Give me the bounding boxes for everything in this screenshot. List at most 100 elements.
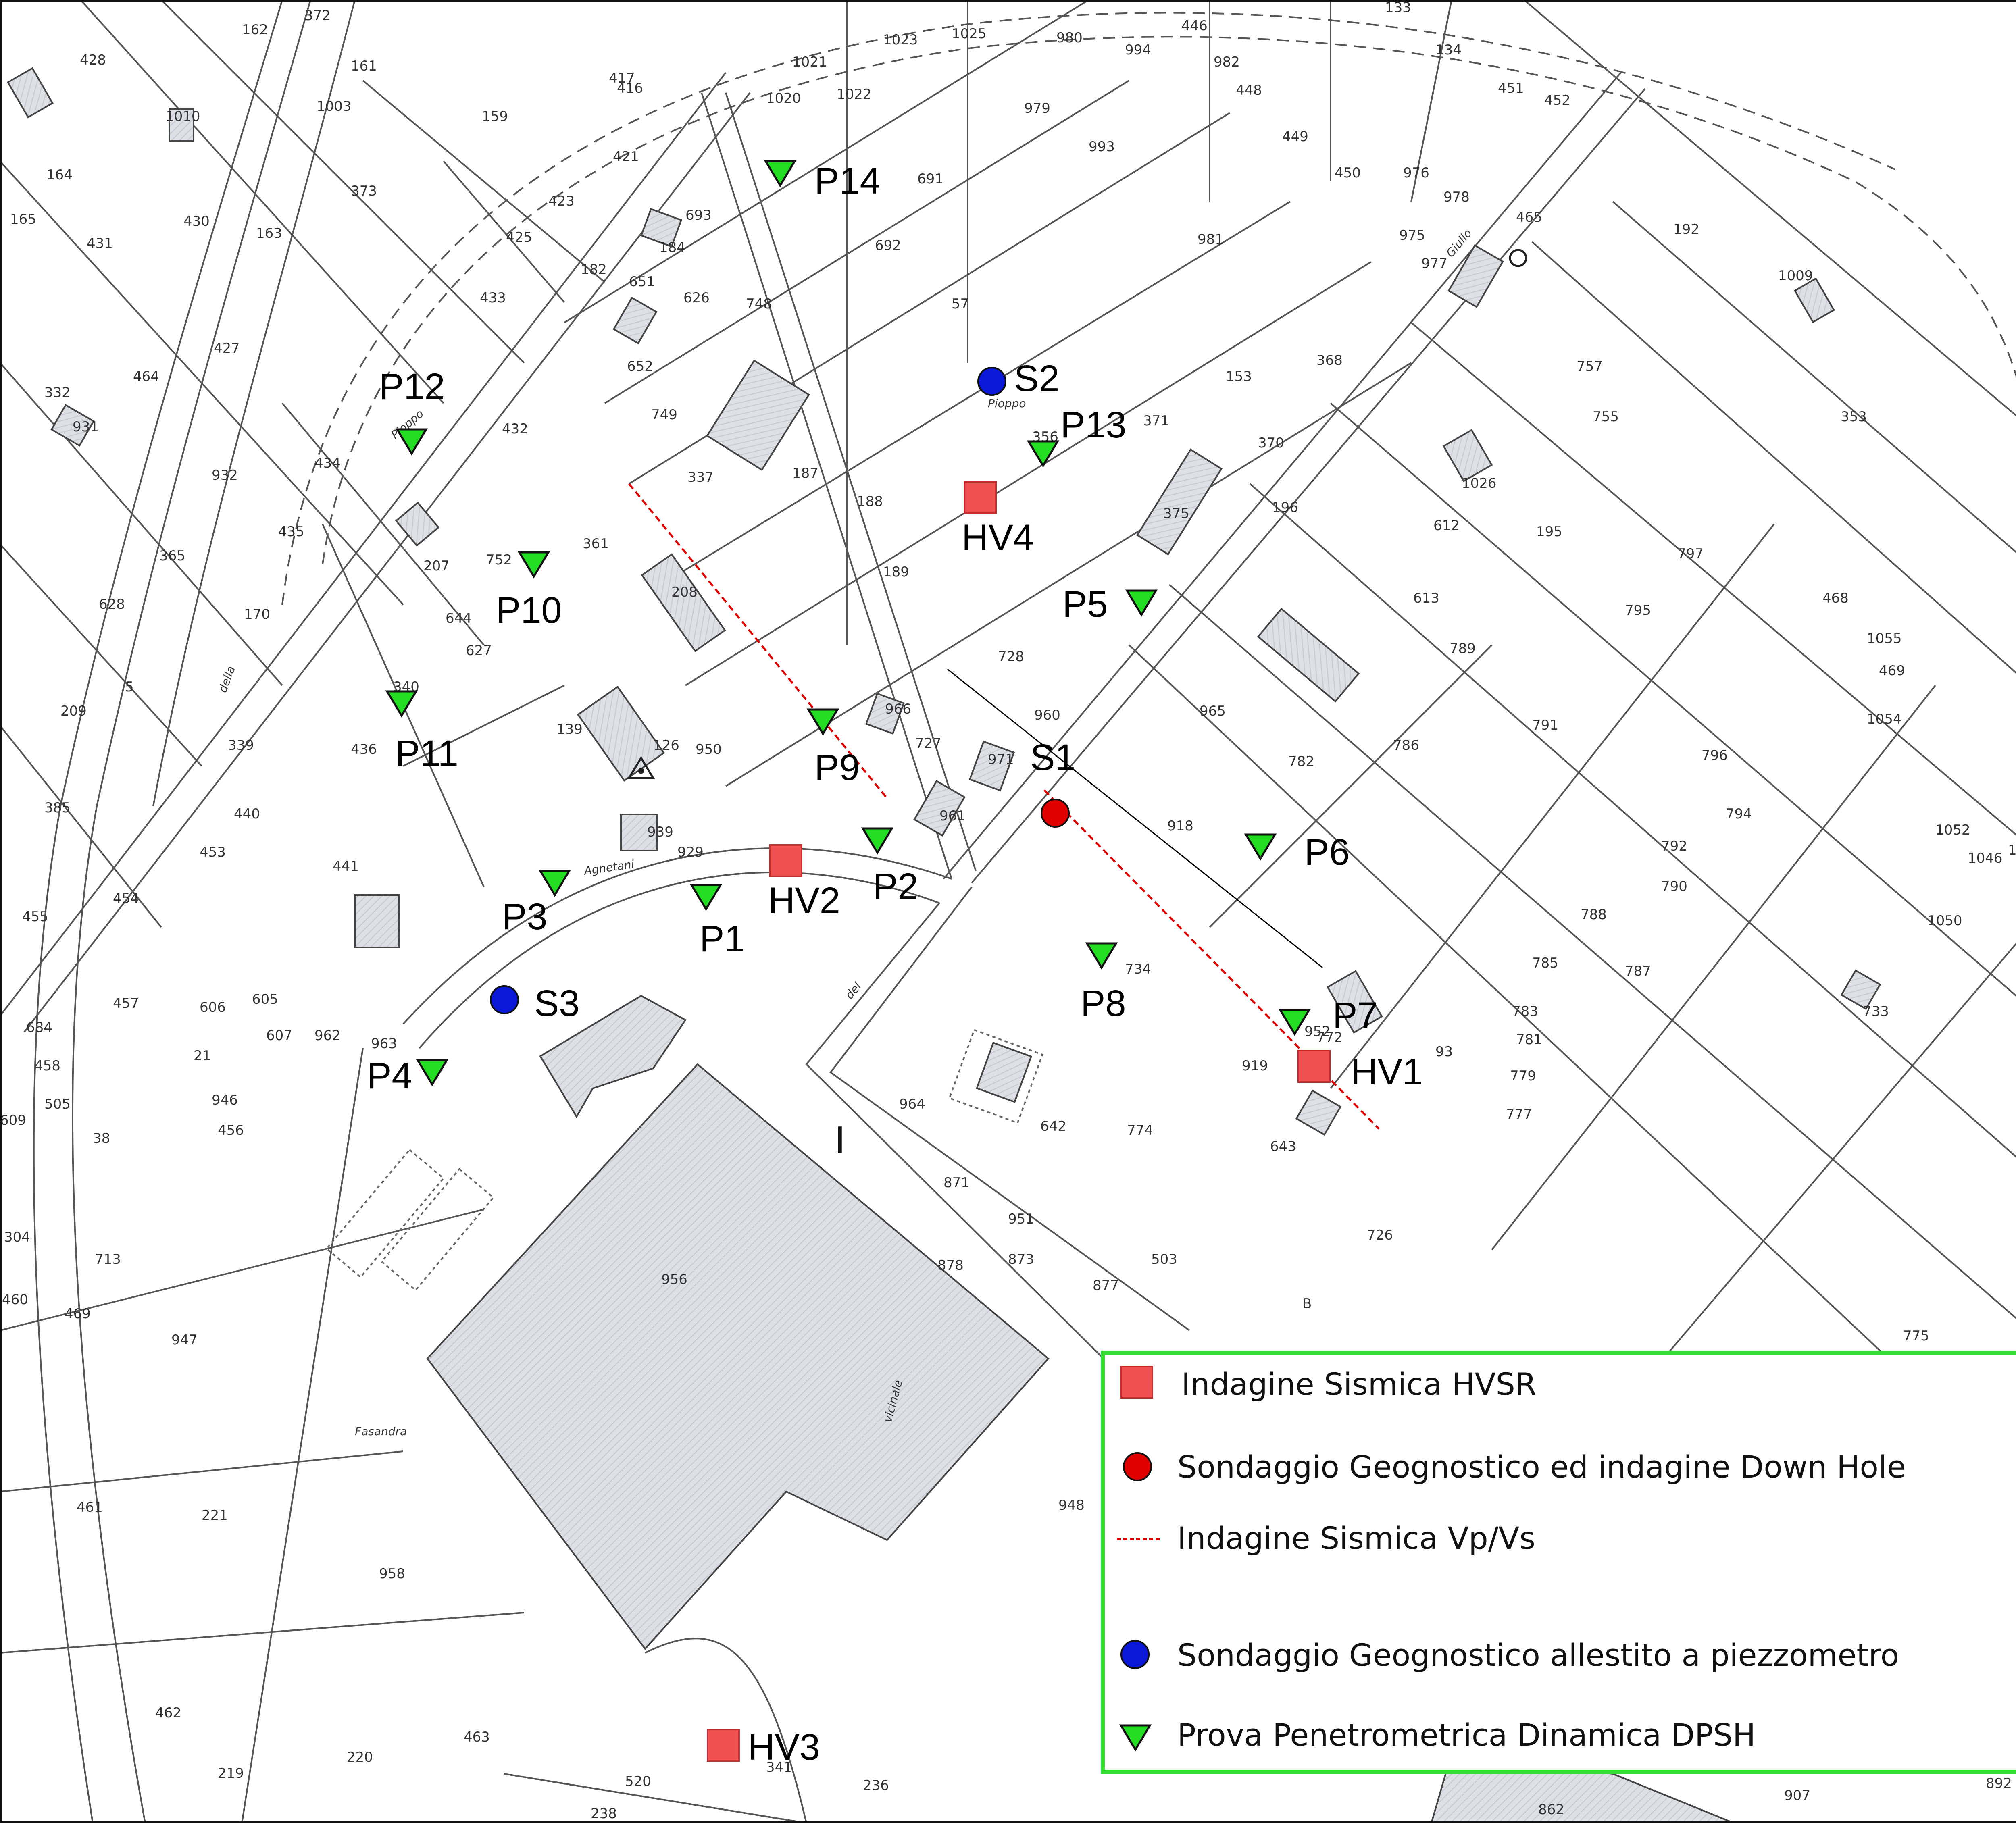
parcel-number: 184 (659, 239, 685, 256)
parcel-number: 1054 (1867, 711, 1902, 727)
parcel-number: 1046 (1968, 850, 2003, 866)
parcel-number: 755 (1593, 409, 1619, 425)
parcel-number: 960 (1034, 707, 1060, 723)
parcel-number: 958 (379, 1566, 405, 1582)
parcel-number: 236 (863, 1777, 889, 1794)
parcel-number: 651 (629, 274, 655, 290)
label-p2: P2 (873, 866, 918, 907)
parcel-number: 375 (1163, 506, 1189, 522)
parcel-number: 877 (1093, 1278, 1119, 1294)
parcel-number: 463 (464, 1729, 490, 1745)
parcel-number: 441 (333, 858, 359, 874)
parcel-number: 423 (548, 193, 575, 209)
parcel-number: 971 (988, 751, 1014, 768)
dpsh-marker-p4 (416, 1059, 449, 1086)
parcel-number: 460 (2, 1292, 28, 1308)
parcel-number: 1025 (952, 26, 987, 42)
parcel-number: 871 (943, 1175, 970, 1191)
parcel-number: 789 (1450, 641, 1476, 657)
parcel-number: 208 (671, 584, 698, 600)
parcel-number: 693 (685, 207, 712, 223)
marker-i: I (835, 1120, 846, 1162)
dpsh-marker-p11 (385, 690, 418, 718)
parcel-number: 370 (1258, 435, 1284, 451)
parcel-number: 159 (482, 108, 508, 125)
parcel-number: 421 (613, 149, 639, 165)
parcel-number: 609 (0, 1112, 26, 1128)
parcel-number: 644 (446, 610, 472, 626)
parcel-number: 1009 (1778, 268, 1813, 284)
parcel-number: 787 (1625, 963, 1651, 979)
parcel-number: 505 (44, 1096, 71, 1112)
downhole-marker-s1 (1041, 799, 1070, 828)
label-s3: S3 (534, 983, 580, 1024)
street-name-pioppo-2: Pioppo (988, 397, 1026, 410)
parcel-number: 783 (1512, 1003, 1538, 1020)
marker-labels: P1 P2 P3 P4 P5 P6 P7 P8 P9 P10 P11 P12 P… (367, 160, 1423, 1768)
parcel-number: 458 (34, 1058, 60, 1074)
parcel-number: 361 (583, 536, 609, 552)
label-p3: P3 (502, 896, 548, 937)
parcel-number: 192 (1673, 221, 1699, 237)
parcel-number: 1021 (792, 54, 827, 70)
legend-box (1101, 1351, 2016, 1774)
label-p11: P11 (395, 733, 458, 774)
parcel-number: 772 (1316, 1030, 1343, 1046)
piezometer-marker-s2 (977, 367, 1006, 396)
dpsh-marker-p9 (806, 708, 839, 736)
parcel-number: 975 (1399, 227, 1425, 243)
parcel-number: 425 (506, 229, 532, 246)
benchmark-triangle-icon (627, 756, 655, 779)
parcel-number: 613 (1413, 590, 1439, 606)
parcel-number: 966 (885, 701, 911, 717)
parcel-number: 932 (212, 467, 238, 483)
parcel-number: 440 (234, 806, 260, 822)
parcel-number: 734 (1125, 961, 1151, 977)
parcel-number: 453 (200, 844, 226, 860)
parcel-number: 684 (26, 1020, 52, 1036)
parcel-number: 431 (87, 235, 113, 252)
hvsr-markers (707, 481, 1331, 1762)
dpsh-marker-p8 (1085, 942, 1118, 970)
buildings (6, 67, 2016, 1823)
parcel-number: 182 (581, 262, 607, 278)
parcel-number: 642 (1040, 1118, 1066, 1134)
parcel-number: 777 (1506, 1106, 1532, 1122)
parcel-number: 728 (998, 649, 1024, 665)
parcel-number: 964 (899, 1096, 925, 1112)
label-hv1: HV1 (1351, 1051, 1423, 1093)
parcel-number: 733 (1863, 1003, 1889, 1020)
parcel-number: 781 (1516, 1032, 1542, 1048)
parcel-number: 948 (1058, 1497, 1085, 1513)
parcel-number: 93 (1435, 1044, 1453, 1060)
parcel-number: 907 (1784, 1788, 1810, 1804)
parcel-number: 607 (266, 1028, 292, 1044)
parcel-number: 126 (653, 737, 679, 753)
parcel-number: 982 (1214, 54, 1240, 70)
parcel-number: 427 (214, 340, 240, 356)
parcel-number: 779 (1510, 1068, 1536, 1084)
label-s2: S2 (1014, 358, 1060, 399)
parcel-number: 57 (952, 296, 969, 312)
hvsr-marker-hv3 (707, 1729, 740, 1762)
parcel-number: 196 (1272, 499, 1298, 516)
label-p4: P4 (367, 1055, 412, 1097)
parcel-number: 134 (1435, 42, 1462, 58)
parcel-number: 1010 (165, 108, 200, 125)
parcel-number: 133 (1385, 0, 1411, 16)
parcel-number: 452 (1544, 92, 1570, 108)
label-hv4: HV4 (962, 517, 1034, 558)
dpsh-marker-p2 (861, 827, 894, 855)
dpsh-marker-p5 (1125, 589, 1158, 617)
parcel-number: 939 (647, 824, 673, 840)
parcel-number: 1020 (766, 90, 801, 106)
parcel-number: 1050 (1927, 913, 1962, 929)
parcel-number: 188 (857, 493, 883, 510)
parcel-number: B (1302, 1296, 1312, 1312)
parcel-number: 461 (77, 1499, 103, 1515)
parcel-number: 749 (651, 407, 677, 423)
parcel-number: 1022 (837, 86, 872, 102)
parcel-number: 929 (677, 844, 704, 860)
label-p12: P12 (379, 366, 445, 407)
